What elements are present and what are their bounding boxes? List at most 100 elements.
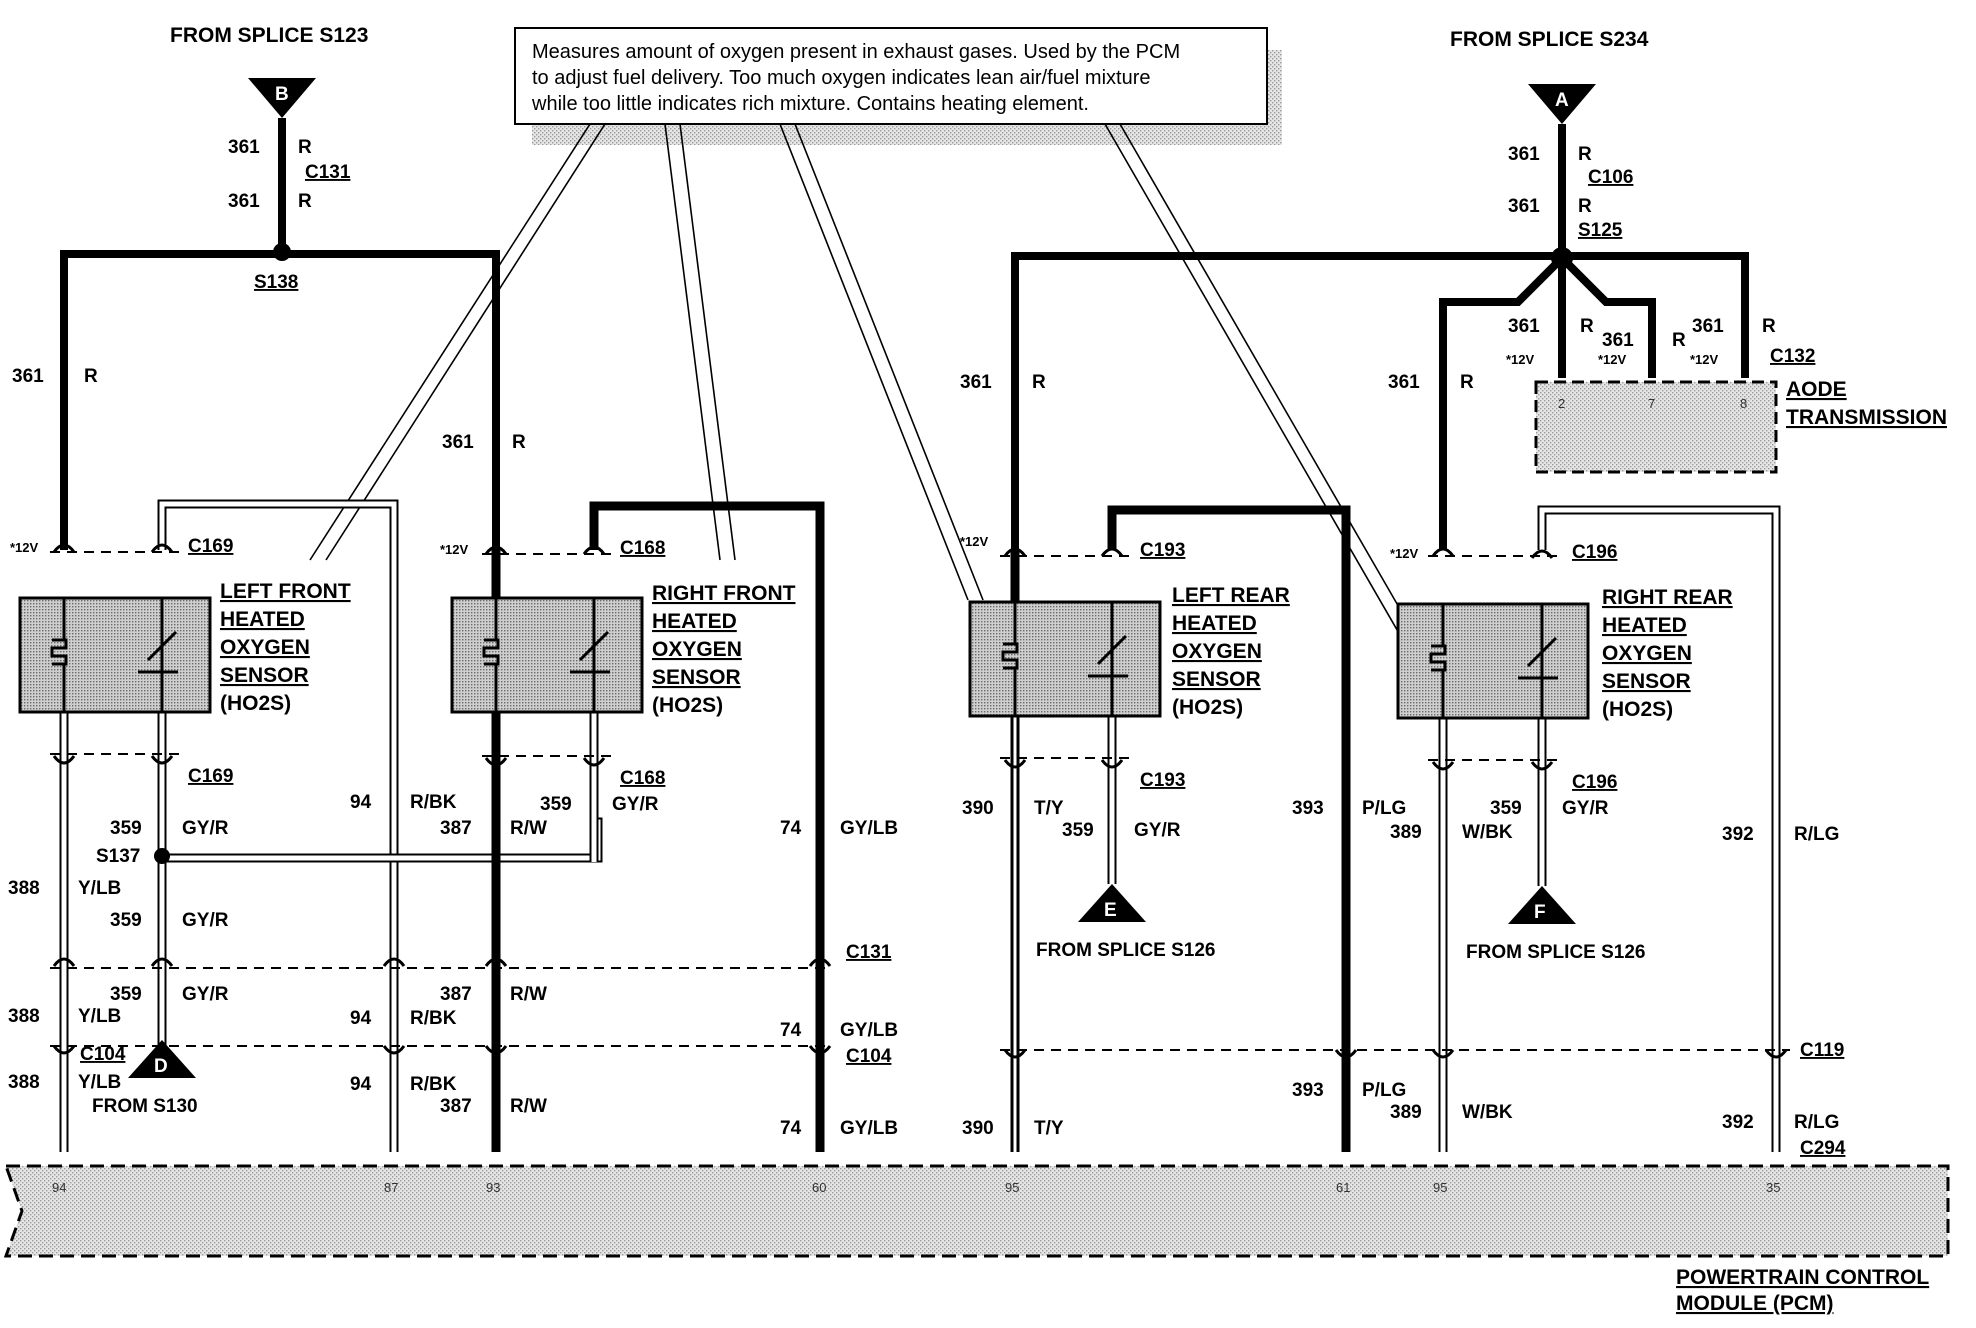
wire-code-361: 361 xyxy=(228,137,260,158)
wire-labels: *12V C169 *12V C168 *12V C193 *12V C196 … xyxy=(8,534,1846,1159)
splice-f-marker xyxy=(1508,886,1576,924)
wire-color-r: R xyxy=(512,432,526,453)
wire-code-361: 361 xyxy=(1508,144,1540,165)
svg-text:GY/LB: GY/LB xyxy=(840,1118,898,1139)
wire-color-r: R xyxy=(1578,144,1592,165)
svg-text:R/W: R/W xyxy=(510,984,547,1005)
wire-color-r: R xyxy=(1762,316,1776,337)
svg-text:389: 389 xyxy=(1390,1102,1422,1123)
pcm-box xyxy=(3,1164,1950,1258)
svg-text:359: 359 xyxy=(110,818,142,839)
svg-text:359: 359 xyxy=(540,794,572,815)
splice-a-label: A xyxy=(1555,90,1569,111)
svg-text:392: 392 xyxy=(1722,824,1754,845)
svg-text:94: 94 xyxy=(350,792,372,813)
wire-code-361: 361 xyxy=(960,372,992,393)
note-leaders xyxy=(309,123,1416,636)
svg-text:OXYGEN: OXYGEN xyxy=(652,638,742,661)
svg-text:C169: C169 xyxy=(188,766,233,787)
svg-text:SENSOR: SENSOR xyxy=(220,664,309,687)
splice-f-label: F xyxy=(1534,902,1546,923)
svg-text:389: 389 xyxy=(1390,822,1422,843)
svg-text:387: 387 xyxy=(440,1096,472,1117)
wire-color-r: R xyxy=(298,137,312,158)
trans-pin: 7 xyxy=(1648,396,1655,411)
svg-text:74: 74 xyxy=(780,1118,802,1139)
svg-text:(HO2S): (HO2S) xyxy=(1172,696,1243,719)
svg-text:C168: C168 xyxy=(620,768,665,789)
bus-361-right xyxy=(1011,252,1749,550)
svg-text:C193: C193 xyxy=(1140,770,1185,791)
from-splice-s126-f: FROM SPLICE S126 xyxy=(1466,942,1646,963)
svg-text:R/BK: R/BK xyxy=(410,792,457,813)
wire-code-361: 361 xyxy=(1692,316,1724,337)
wire-color-r: R xyxy=(1580,316,1594,337)
svg-text:390: 390 xyxy=(962,1118,994,1139)
splice-b-marker xyxy=(248,78,316,118)
splice-s137-label: S137 xyxy=(96,846,140,867)
svg-text:C169: C169 xyxy=(188,536,233,557)
voltage-12v: *12V xyxy=(1598,352,1627,367)
from-splice-s123-title: FROM SPLICE S123 xyxy=(170,24,368,47)
svg-text:C131: C131 xyxy=(846,942,892,963)
svg-text:W/BK: W/BK xyxy=(1462,822,1513,843)
note-line-1: Measures amount of oxygen present in exh… xyxy=(532,41,1180,63)
connector-c132: C132 xyxy=(1770,346,1815,367)
pcm-title-1: POWERTRAIN CONTROL xyxy=(1676,1266,1929,1289)
wire-code-361: 361 xyxy=(12,366,44,387)
svg-text:74: 74 xyxy=(780,818,802,839)
svg-text:(HO2S): (HO2S) xyxy=(1602,698,1673,721)
svg-text:GY/R: GY/R xyxy=(612,794,659,815)
svg-text:HEATED: HEATED xyxy=(1172,612,1257,635)
svg-text:GY/LB: GY/LB xyxy=(840,818,898,839)
svg-text:95: 95 xyxy=(1005,1180,1019,1195)
svg-text:R/BK: R/BK xyxy=(410,1074,457,1095)
svg-text:60: 60 xyxy=(812,1180,826,1195)
svg-text:359: 359 xyxy=(1062,820,1094,841)
svg-text:RIGHT REAR: RIGHT REAR xyxy=(1602,586,1733,609)
svg-text:R/LG: R/LG xyxy=(1794,1112,1839,1133)
svg-text:C196: C196 xyxy=(1572,542,1617,563)
wire-code-361: 361 xyxy=(1508,196,1540,217)
splice-d-marker xyxy=(128,1040,196,1078)
pcm-title-2: MODULE (PCM) xyxy=(1676,1292,1833,1315)
svg-text:GY/R: GY/R xyxy=(182,910,229,931)
svg-text:R/W: R/W xyxy=(510,1096,547,1117)
aode-transmission-box xyxy=(1534,380,1778,474)
svg-text:94: 94 xyxy=(350,1074,372,1095)
note-box xyxy=(514,27,1268,125)
svg-text:Y/LB: Y/LB xyxy=(78,1072,121,1093)
svg-text:Y/LB: Y/LB xyxy=(78,1006,121,1027)
transmission-label: TRANSMISSION xyxy=(1786,406,1947,429)
svg-text:OXYGEN: OXYGEN xyxy=(1602,642,1692,665)
svg-text:C104: C104 xyxy=(846,1046,892,1067)
svg-text:93: 93 xyxy=(486,1180,500,1195)
svg-text:387: 387 xyxy=(440,984,472,1005)
splice-e-marker xyxy=(1078,884,1146,922)
svg-text:LEFT REAR: LEFT REAR xyxy=(1172,584,1290,607)
svg-text:87: 87 xyxy=(384,1180,398,1195)
splice-b-label: B xyxy=(275,84,289,105)
wire-color-r: R xyxy=(1460,372,1474,393)
aode-label: AODE xyxy=(1786,378,1847,401)
svg-text:C196: C196 xyxy=(1572,772,1617,793)
svg-text:GY/R: GY/R xyxy=(182,984,229,1005)
splice-s138-label: S138 xyxy=(254,272,298,293)
svg-text:C294: C294 xyxy=(1800,1138,1846,1159)
trans-pin: 2 xyxy=(1558,396,1565,411)
wire-code-361: 361 xyxy=(1602,330,1634,351)
connector-c131-top: C131 xyxy=(305,162,351,183)
svg-text:OXYGEN: OXYGEN xyxy=(1172,640,1262,663)
wire-code-361: 361 xyxy=(1388,372,1420,393)
svg-text:393: 393 xyxy=(1292,798,1324,819)
svg-text:35: 35 xyxy=(1766,1180,1780,1195)
svg-text:OXYGEN: OXYGEN xyxy=(220,636,310,659)
svg-text:*12V: *12V xyxy=(10,540,39,555)
splice-a-marker xyxy=(1528,84,1596,124)
note-line-2: to adjust fuel delivery. Too much oxygen… xyxy=(532,67,1150,89)
svg-text:(HO2S): (HO2S) xyxy=(220,692,291,715)
svg-text:*12V: *12V xyxy=(440,542,469,557)
svg-text:C168: C168 xyxy=(620,538,665,559)
svg-text:393: 393 xyxy=(1292,1080,1324,1101)
wire-color-r: R xyxy=(1578,196,1592,217)
